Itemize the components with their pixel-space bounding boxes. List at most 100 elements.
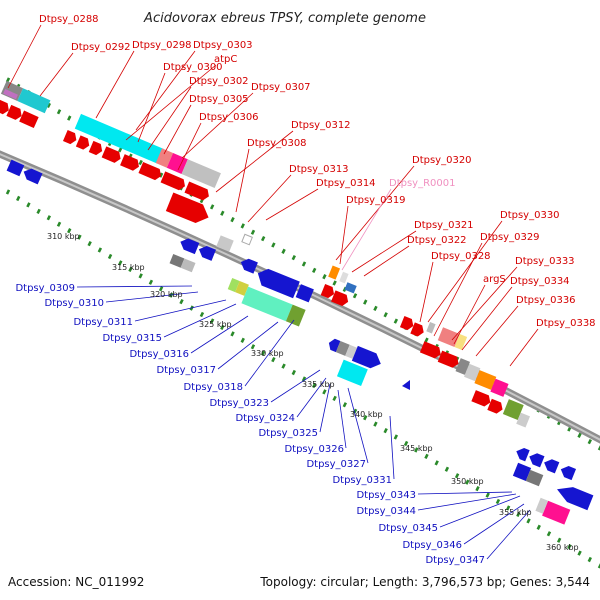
label-leader-line [347,387,369,464]
gene-block [295,284,314,303]
gene-arrow [437,350,459,368]
tick-mark [138,159,143,166]
label-leader-line [7,24,42,89]
gene-label-reverse: Dtpsy_0323 [209,398,269,409]
gene-arrow [331,290,349,306]
gene-features [0,80,594,525]
gene-label-forward: Dtpsy_0298 [132,40,192,51]
tick-mark [505,505,511,511]
label-leader-line [244,319,295,387]
gene-label-forward: Dtpsy_0334 [510,276,570,287]
tick-mark [271,242,276,248]
tick-mark [107,253,113,260]
gene-arrow [257,268,300,299]
gene-label-forward: Dtpsy_0313 [289,164,349,175]
label-leaders [7,24,539,560]
tick-mark [485,492,490,498]
gene-block [6,159,25,177]
tick-label: 310 kbp [47,232,80,241]
gene-arrow [165,192,209,224]
gene-arrow [88,140,103,156]
gene-arrow [487,398,503,414]
gene-block [74,113,164,164]
gene-arrow [328,338,341,353]
gene-label-forward: Dtpsy_0292 [71,42,131,53]
gene-block [437,327,460,347]
label-leader-line [439,495,521,528]
tick-mark [363,415,368,421]
gene-arrow [198,245,216,261]
tick-mark [240,223,245,229]
tick-mark [403,440,409,447]
tick-mark [475,485,480,492]
gene-label-forward: argS [483,274,506,285]
tick-mark [363,299,368,305]
tick-mark [373,421,378,427]
tick-mark [56,109,62,115]
label-leader-line [453,284,486,345]
label-leader-line [335,165,415,261]
gene-label-forward: atpC [214,54,237,65]
label-leader-line [351,230,417,273]
label-leader-line [163,104,192,155]
label-leader-line [270,369,321,403]
label-leader-line [135,50,196,131]
tick-mark [495,498,501,505]
gene-label-forward: Dtpsy_0321 [414,220,474,231]
gene-block [542,500,571,525]
tick-mark [301,376,307,382]
tick-mark [230,216,235,223]
gene-label-forward: Dtpsy_R0001 [389,178,456,189]
label-leader-line [461,286,513,351]
tick-mark [128,266,133,273]
gene-arrow [23,168,43,185]
tick-mark [179,298,184,305]
gene-label-forward: Dtpsy_0302 [189,76,249,87]
tick-mark [312,382,317,389]
gene-block [155,148,174,168]
gene-arrow [320,284,335,299]
label-leader-line [177,122,202,171]
tick-mark [16,195,21,202]
gene-label-reverse: Dtpsy_0347 [425,555,485,566]
gene-block [339,271,349,284]
tick-mark [67,228,72,234]
tick-mark [148,279,154,285]
gene-label-forward: Dtpsy_0312 [291,120,351,131]
gene-arrow [180,238,200,255]
gene-label-reverse: Dtpsy_0324 [235,413,295,424]
gene-label-reverse: Dtpsy_0311 [73,317,133,328]
tick-mark [97,247,103,253]
label-leader-line [417,493,517,511]
tick-mark [87,240,92,247]
label-leader-line [235,148,250,213]
tick-mark [352,293,358,299]
gene-block [464,363,481,382]
tick-mark [312,267,317,273]
tick-mark [577,550,582,556]
label-leader-line [463,503,525,545]
tick-mark [260,235,266,242]
tick-mark [260,350,266,356]
gene-arrow [419,341,441,359]
gene-block [474,370,497,390]
gene-block [502,399,524,420]
tick-mark [393,434,399,440]
gene-arrow [529,453,545,468]
gene-label-forward: Dtpsy_0308 [247,138,307,149]
gene-block [181,159,221,189]
tick-mark [352,408,358,414]
tick-mark [199,311,205,318]
gene-label-forward: Dtpsy_0307 [251,82,311,93]
tick-mark [118,260,123,266]
tick-mark [373,305,378,312]
gene-block [166,152,188,174]
tick-mark [322,389,327,395]
tick-label: 335 kbp [302,380,335,389]
gene-arrow [6,104,22,120]
gene-label-reverse: Dtpsy_0346 [402,540,462,551]
gene-arrow [399,315,414,331]
gene-label-forward: Dtpsy_0336 [516,295,576,306]
